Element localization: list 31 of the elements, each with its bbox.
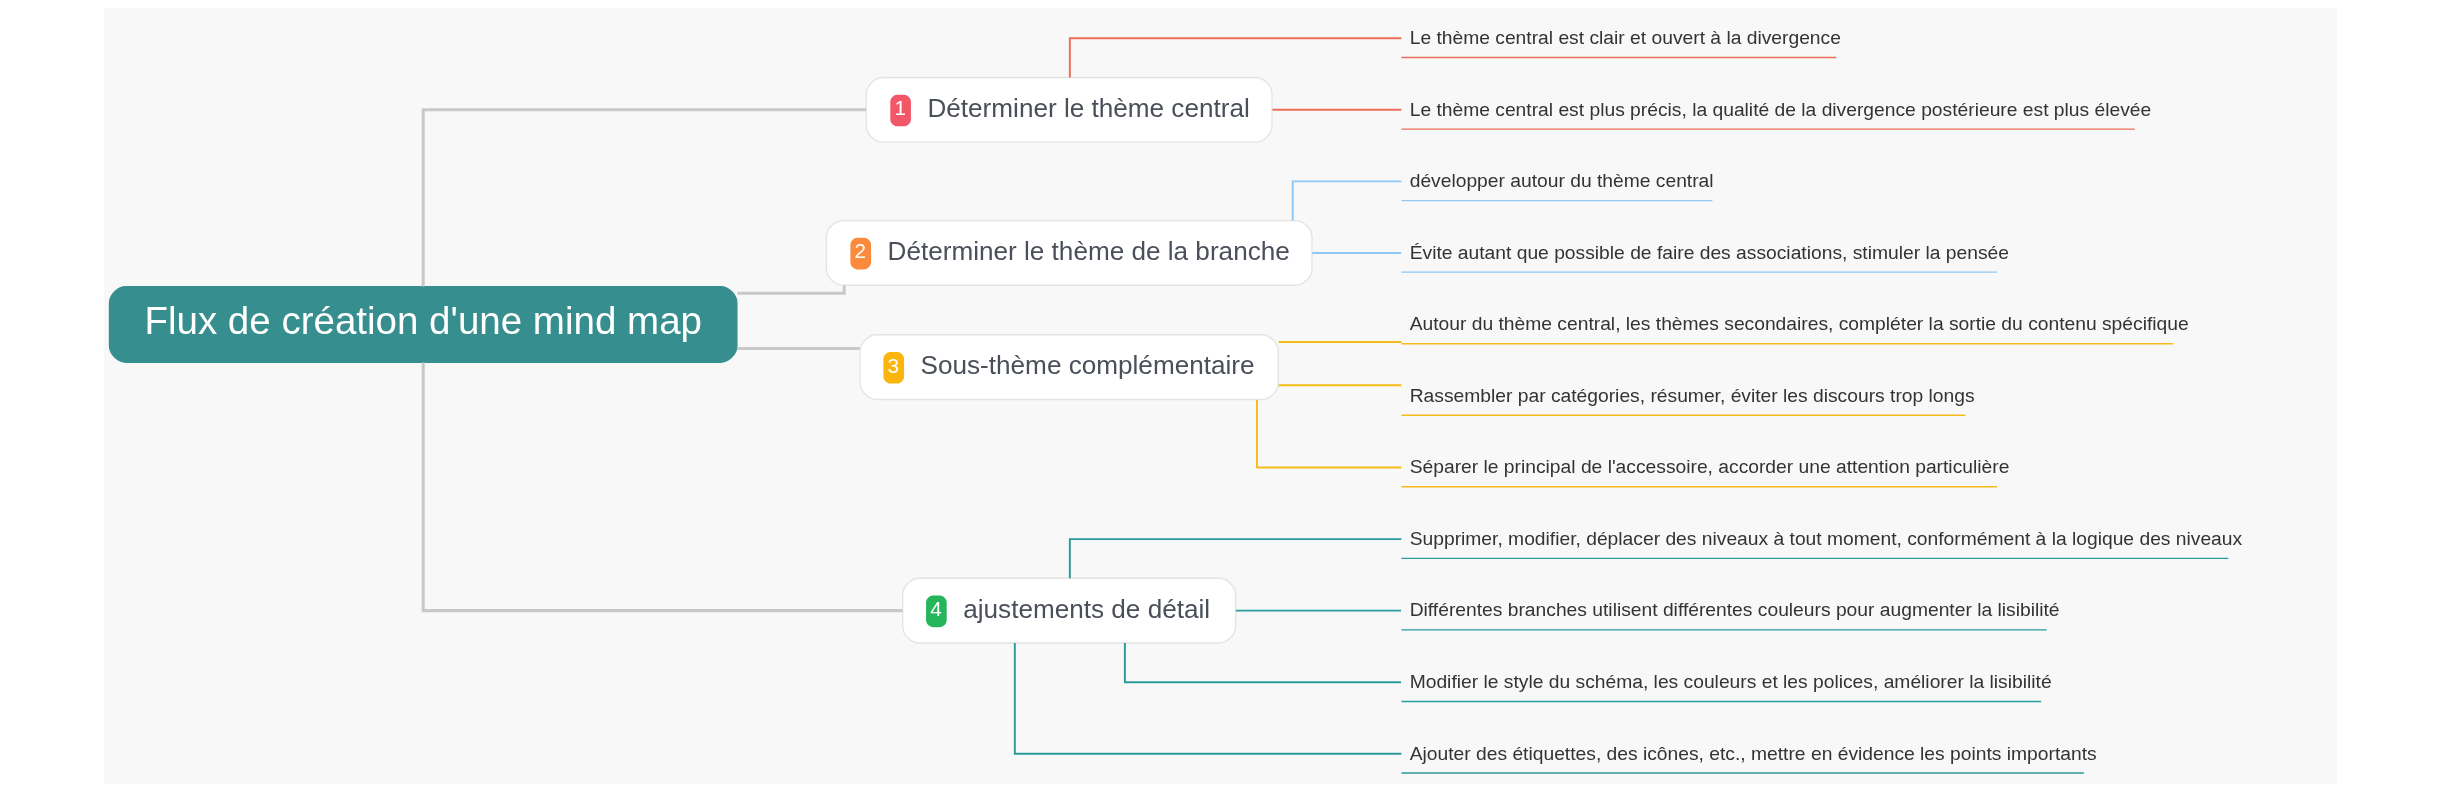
connector (1013, 642, 1402, 755)
connector (1291, 180, 1402, 222)
connector (1277, 341, 1402, 343)
connector (1068, 538, 1402, 580)
node-text: Séparer le principal de l'accessoire, accorder une attention particulière (1409, 456, 2009, 478)
connector (736, 347, 860, 351)
connector (736, 285, 846, 295)
connector (1255, 399, 1402, 469)
node-box: 2 Déterminer le thème de la branche (825, 219, 1313, 286)
node-text: Supprimer, modifier, déplacer des niveaux à tout moment, conformément à la logique des niveaux (1409, 527, 2242, 549)
node-box: 1 Déterminer le thème central (865, 76, 1273, 143)
node-text: Modifier le style du schéma, les couleurs et les polices, améliorer la lisibilité (1409, 670, 2052, 692)
node-text: développer autour du thème central (1409, 170, 1714, 192)
connector (1310, 251, 1402, 254)
node-box: 4 ajustements de détail (901, 577, 1236, 644)
connector (421, 362, 902, 613)
node-box: Flux de création d'une mind map (108, 285, 738, 363)
connector (1270, 108, 1402, 111)
node-box: 3 Sous-thème complémentaire (858, 334, 1279, 401)
node-text: Rassembler par catégories, résumer, éviter les discours trop longs (1409, 384, 1975, 406)
node-text: Différentes branches utilisent différentes couleurs pour augmenter la lisibilité (1409, 599, 2060, 621)
connector (1068, 37, 1402, 79)
connector (421, 108, 866, 287)
node-text: Ajouter des étiquettes, des icônes, etc., mettre en évidence les points importants (1409, 742, 2097, 764)
connector (1123, 642, 1402, 684)
node-text: Le thème central est plus précis, la qualité de la divergence postérieure est plus élevée (1409, 98, 2151, 120)
node-text: Le thème central est clair et ouvert à la divergence (1409, 27, 1841, 49)
node-text: Évite autant que possible de faire des associations, stimuler la pensée (1409, 241, 2009, 263)
node-text: Autour du thème central, les thèmes secondaires, compléter la sortie du contenu spécifique (1409, 313, 2189, 335)
connector (1234, 609, 1402, 612)
connector (1277, 384, 1402, 387)
